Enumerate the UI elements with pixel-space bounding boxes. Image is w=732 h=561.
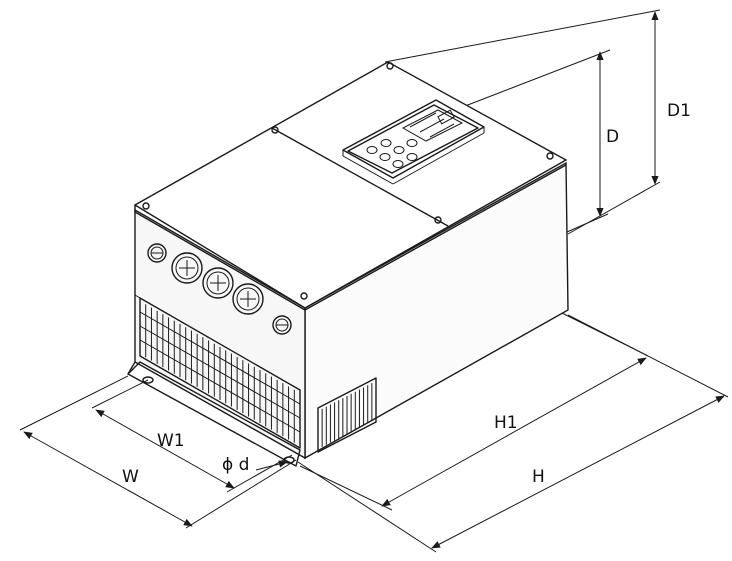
label-H1: H1 [494,413,518,433]
mounting-foot [127,361,301,467]
label-W1: W1 [157,431,185,451]
front-vent-grille [134,294,301,449]
top-face [133,61,568,309]
keypad-button [380,139,392,147]
cable-gland [202,267,234,299]
front-top-edge [134,164,567,311]
keypad-button [379,153,391,161]
dimension-H [431,395,725,549]
mounting-hole [283,456,295,464]
keypad-button [406,139,418,147]
keypad-button [393,146,405,154]
screw [271,126,279,134]
side-vent-grille [317,377,377,453]
cable-gland [171,252,203,284]
dimension-lines [23,11,725,549]
dimension-W [23,431,193,527]
dimension-labels: D1 D H1 H W1 W ϕ d [122,101,691,487]
keypad-display [401,109,464,142]
label-W: W [122,467,139,487]
keypad [342,99,485,185]
screw [300,292,308,300]
enclosure [127,61,569,467]
gland-plug [147,243,167,263]
leader-phi-d [255,460,288,471]
screw [386,62,394,70]
mounting-hole [142,376,154,384]
vent-rail [139,339,301,433]
cable-gland [232,283,264,315]
keypad-buttons [366,139,418,168]
label-H: H [532,467,545,487]
screw [546,152,554,160]
label-D1: D1 [667,101,691,121]
keypad-button [366,146,378,154]
vent-rail [139,311,301,405]
cable-glands [147,243,292,335]
label-phi-d: ϕ d [222,455,249,475]
screw [142,202,150,210]
screw [434,216,442,224]
label-D: D [606,127,619,147]
vent-rail [139,325,301,419]
keypad-button [392,160,404,168]
gland-plug [272,315,292,335]
keypad-button [406,153,418,161]
top-panel-split [271,127,449,227]
